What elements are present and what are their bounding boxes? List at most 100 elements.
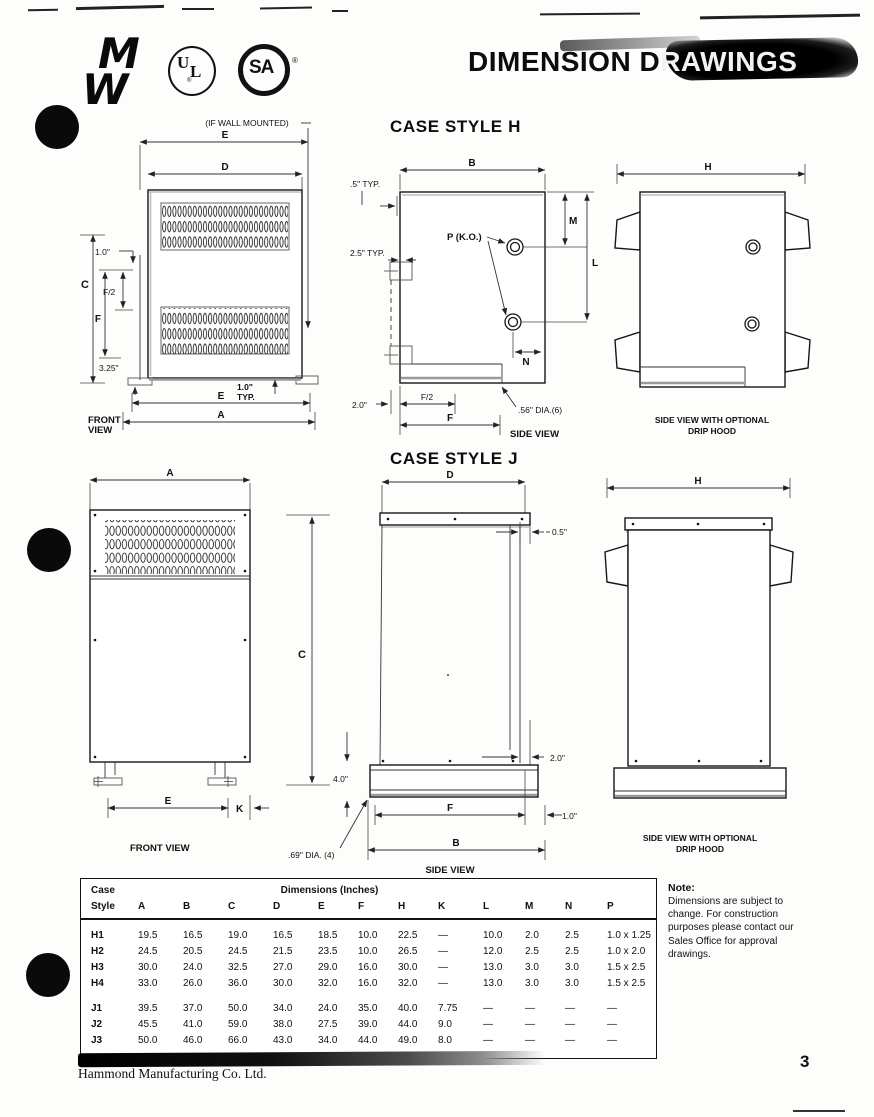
case-h-front-geometry: (IF WALL MOUNTED) E D C 1.0" bbox=[80, 118, 319, 436]
dimension-cell: 3.0 bbox=[525, 961, 539, 973]
column-header-C: C bbox=[228, 900, 236, 912]
case-h-side-view-drawing: B .5" TYP. 2.5" TYP. P (K.O.) bbox=[350, 158, 598, 440]
ul-letter-u: U bbox=[177, 53, 190, 72]
dimension-cell: 24.5 bbox=[228, 945, 248, 957]
dimension-cell: 26.5 bbox=[398, 945, 418, 957]
dim-1-0: 1.0" bbox=[95, 247, 110, 257]
dimension-cell: 24.0 bbox=[183, 961, 203, 973]
header-dimensions-span: Dimensions (Inches) bbox=[280, 884, 379, 896]
dimension-cell: 26.0 bbox=[183, 977, 203, 989]
dimension-cell: 59.0 bbox=[228, 1018, 248, 1030]
page-number: 3 bbox=[800, 1052, 810, 1071]
two-half-typ-label: 2.5" TYP. bbox=[350, 248, 385, 258]
ul-registered-mark: ® bbox=[187, 78, 192, 84]
dimension-cell: — bbox=[525, 1034, 535, 1046]
dimension-cell: 3.0 bbox=[525, 977, 539, 989]
dim-b: B bbox=[452, 838, 459, 849]
front-view-caption-line1: FRONT bbox=[88, 415, 121, 426]
dimension-cell: — bbox=[438, 977, 448, 989]
dim-3-25: 3.25" bbox=[99, 363, 119, 373]
dimension-cell: 7.75 bbox=[438, 1002, 458, 1014]
dimension-cell: 39.0 bbox=[358, 1018, 378, 1030]
dimension-cell: — bbox=[483, 1002, 493, 1014]
case-j-drip-hood-drawing: H SIDE VIEW WITH OPTIONAL DRIP HOOD bbox=[604, 476, 794, 854]
dim-b: B bbox=[468, 158, 475, 169]
dimension-cell: 24.0 bbox=[318, 1002, 338, 1014]
column-header-N: N bbox=[565, 900, 573, 912]
dimension-cell: 30.0 bbox=[273, 977, 293, 989]
dim-l: L bbox=[592, 258, 598, 269]
dimension-cell: — bbox=[525, 1018, 535, 1030]
dim-1-typ-line1: 1.0" bbox=[237, 382, 253, 392]
dimension-cell: — bbox=[607, 1034, 617, 1046]
dimension-cell: 24.5 bbox=[138, 945, 158, 957]
dimension-cell: 2.0 bbox=[525, 929, 539, 941]
dimension-cell: 13.0 bbox=[483, 977, 503, 989]
dim-c: C bbox=[81, 279, 89, 291]
dimension-cell: 34.0 bbox=[273, 1002, 293, 1014]
column-header-A: A bbox=[138, 900, 146, 912]
dimension-cell: 22.5 bbox=[398, 929, 418, 941]
dimension-cell: — bbox=[607, 1018, 617, 1030]
dimension-cell: 2.5 bbox=[525, 945, 539, 957]
dim-f: F bbox=[95, 314, 101, 325]
case-h-drip-hood-drawing: H SIDE VIEW WITH OPTIONAL DRIP HOOD bbox=[614, 162, 811, 436]
dimension-cell: 50.0 bbox=[228, 1002, 248, 1014]
hood-flange bbox=[604, 544, 629, 587]
dimension-cell: 49.0 bbox=[398, 1034, 418, 1046]
dimension-cell: 32.0 bbox=[398, 977, 418, 989]
case-style-cell: H2 bbox=[91, 945, 104, 957]
case-style-j-title: CASE STYLE J bbox=[390, 449, 519, 468]
dim-1-0: 1.0" bbox=[562, 811, 577, 821]
dimension-cell: 50.0 bbox=[138, 1034, 158, 1046]
dim-d: D bbox=[446, 470, 453, 481]
hammond-logo-icon: M W bbox=[82, 30, 140, 108]
dimension-cell: 1.0 x 2.0 bbox=[607, 945, 646, 957]
dimension-cell: 16.5 bbox=[183, 929, 203, 941]
dimension-cell: 10.0 bbox=[358, 945, 378, 957]
dimension-cell: — bbox=[483, 1034, 493, 1046]
dimension-cell: 8.0 bbox=[438, 1034, 452, 1046]
title-right: RAWINGS bbox=[660, 46, 798, 77]
hammond-logo-m: M bbox=[98, 30, 140, 78]
p-knockout-label: P (K.O.) bbox=[447, 232, 482, 243]
dimension-cell: 32.0 bbox=[318, 977, 338, 989]
dimension-cell: 32.5 bbox=[228, 961, 248, 973]
dimension-cell: 33.0 bbox=[138, 977, 158, 989]
hood-caption-line1: SIDE VIEW WITH OPTIONAL bbox=[655, 415, 769, 425]
dimension-cell: — bbox=[438, 961, 448, 973]
case-style-cell: H1 bbox=[91, 929, 104, 941]
dimension-cell: — bbox=[607, 1002, 617, 1014]
dimension-cell: 30.0 bbox=[138, 961, 158, 973]
hood-caption-line1: SIDE VIEW WITH OPTIONAL bbox=[643, 833, 757, 843]
wall-mounted-label: (IF WALL MOUNTED) bbox=[205, 118, 289, 128]
dim-f: F bbox=[447, 413, 453, 424]
hood-flange bbox=[784, 211, 811, 251]
dimension-cell: 2.5 bbox=[565, 929, 579, 941]
dimension-cell: 66.0 bbox=[228, 1034, 248, 1046]
dimension-cell: 30.0 bbox=[398, 961, 418, 973]
side-view-caption: SIDE VIEW bbox=[425, 865, 474, 876]
dia-56-label: .56" DIA.(6) bbox=[518, 405, 562, 415]
dim-a: A bbox=[217, 410, 224, 421]
dim-k: K bbox=[236, 804, 244, 815]
dim-d: D bbox=[221, 162, 228, 173]
dimension-cell: 27.0 bbox=[273, 961, 293, 973]
dimension-cell: — bbox=[565, 1002, 575, 1014]
hood-flange bbox=[614, 211, 641, 251]
dimension-cell: 38.0 bbox=[273, 1018, 293, 1030]
hood-flange bbox=[614, 331, 641, 373]
dimension-cell: — bbox=[438, 929, 448, 941]
dim-2-0: 2.0" bbox=[352, 400, 367, 410]
dimension-cell: 13.0 bbox=[483, 961, 503, 973]
front-view-caption: FRONT VIEW bbox=[130, 843, 190, 854]
front-view-caption-line2: VIEW bbox=[88, 425, 112, 436]
dimension-cell: — bbox=[483, 1018, 493, 1030]
